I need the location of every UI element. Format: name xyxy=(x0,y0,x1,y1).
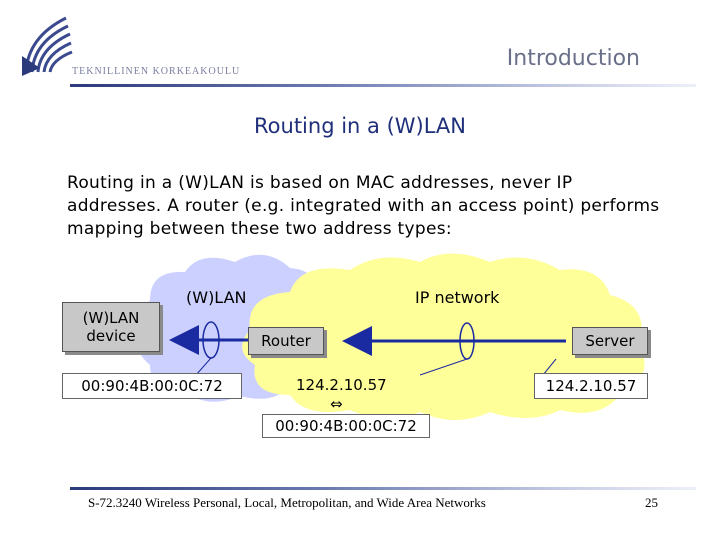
slide-body-text: Routing in a (W)LAN is based on MAC addr… xyxy=(67,173,660,239)
page-number: 25 xyxy=(645,495,658,510)
server-box: Server xyxy=(572,327,648,355)
router-ip-address: 124.2.10.57 xyxy=(296,376,387,394)
router-box: Router xyxy=(248,327,324,355)
router-mac-address: 00:90:4B:00:0C:72 xyxy=(262,414,430,438)
ip-network-label: IP network xyxy=(415,288,500,307)
header-divider xyxy=(70,84,696,87)
footer-divider xyxy=(70,487,696,490)
footer-course-title: S-72.3240 Wireless Personal, Local, Metr… xyxy=(88,495,486,510)
mapping-icon: ⇔ xyxy=(330,395,343,413)
slide-title: Routing in a (W)LAN xyxy=(254,114,466,138)
university-logo-icon xyxy=(22,16,73,76)
device-mac-address: 00:90:4B:00:0C:72 xyxy=(62,373,242,399)
server-ip-address: 124.2.10.57 xyxy=(534,373,648,399)
wlan-cloud-label: (W)LAN xyxy=(186,288,247,307)
university-name: TEKNILLINEN KORKEAKOULU xyxy=(72,66,241,77)
section-title: Introduction xyxy=(506,46,640,71)
wlan-device-box: (W)LAN device xyxy=(62,302,160,352)
